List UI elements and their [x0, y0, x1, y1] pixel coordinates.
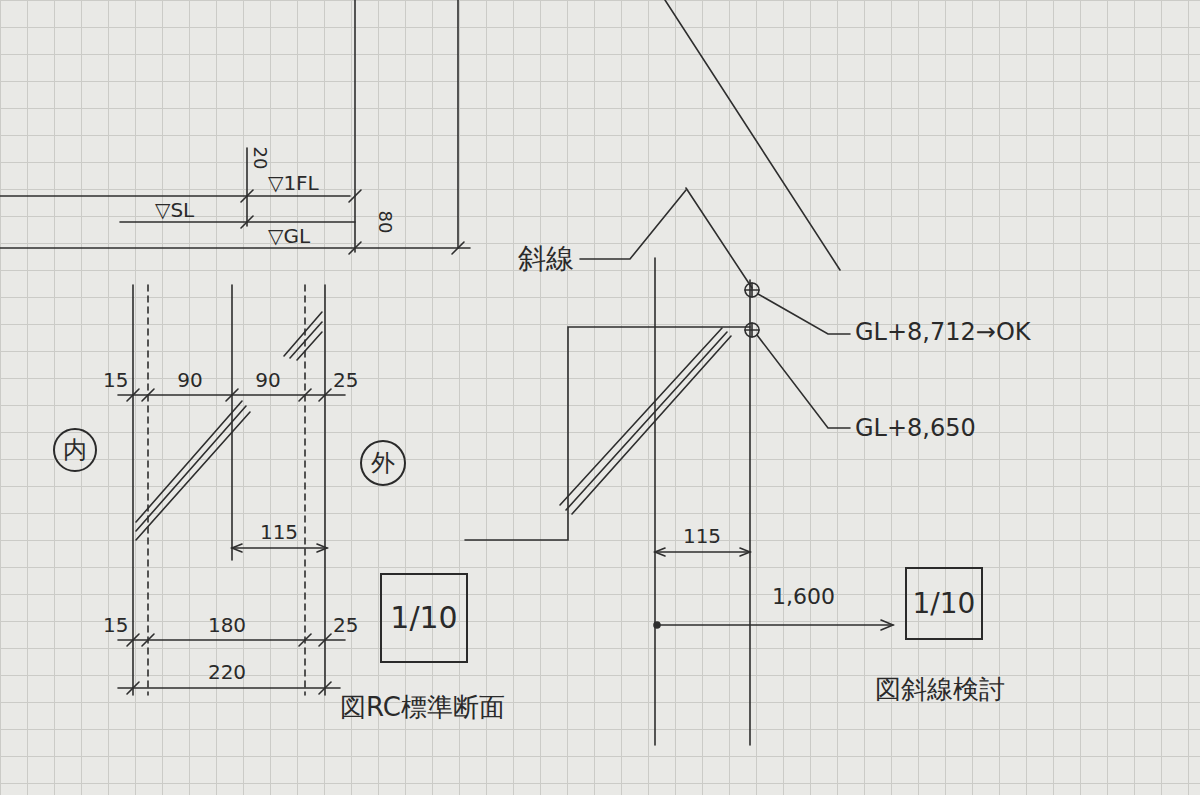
rc-wall-section: [304, 285, 306, 695]
rc-wall-section: [133, 285, 325, 695]
oblique-line-study: [655, 548, 665, 556]
dimension-lines: [118, 687, 340, 689]
rc-wall-section: [284, 312, 322, 356]
level-lines: [0, 0, 470, 254]
oblique-line-study: [654, 258, 656, 745]
outside-marker: 外: [360, 440, 406, 486]
dimension-value: 1,600: [772, 586, 835, 608]
level-lines: [354, 0, 356, 196]
oblique-line-study: [580, 190, 686, 259]
level-mark: ▽GL: [268, 226, 310, 246]
dimension-value: 220: [208, 662, 246, 682]
level-lines: [349, 190, 361, 202]
dimension-lines: [127, 389, 139, 401]
oblique-line-study: [745, 283, 759, 297]
dimension-lines: [299, 389, 311, 401]
dimension-lines: [118, 389, 345, 694]
dimension-value: 115: [683, 526, 721, 546]
oblique-line-study: [572, 336, 731, 514]
rc-wall-section: [136, 401, 242, 522]
level-lines: [452, 242, 464, 254]
oblique-line-study: [751, 323, 753, 337]
dimension-value: 115: [260, 522, 298, 542]
dimension-lines: [299, 634, 311, 646]
oblique-line-study: [560, 328, 722, 505]
dimension-lines: [317, 544, 327, 552]
oblique-line-study: [655, 551, 750, 553]
height-note: GL+8,712→OK: [855, 320, 1031, 344]
dimension-lines: [232, 547, 327, 549]
oblique-line-study: [881, 620, 893, 630]
level-lines: [0, 247, 470, 249]
dimension-value: 90: [177, 370, 202, 390]
oblique-line-study: [749, 280, 751, 745]
rc-wall-section: [136, 406, 246, 531]
level-lines: [120, 221, 355, 223]
scale-text: 1/10: [390, 603, 457, 633]
oblique-line-study: [758, 294, 850, 334]
dimension-lines: [142, 389, 154, 401]
level-lines: [354, 196, 356, 252]
side-mark: 外: [371, 451, 395, 475]
callout-label: 斜線: [518, 245, 574, 273]
level-lines: [349, 242, 361, 254]
dimension-lines: [232, 544, 242, 552]
dimension-value: 90: [255, 370, 280, 390]
dimension-value: 25: [333, 615, 358, 635]
oblique-line-study: [740, 548, 750, 556]
oblique-line-study: [751, 283, 753, 297]
level-mark: ▽1FL: [268, 173, 319, 193]
dimension-lines: [319, 389, 331, 401]
dimension-lines: [127, 682, 139, 694]
rc-wall-section: [147, 285, 149, 695]
dimension-value: 20: [251, 147, 269, 170]
dimension-value: 15: [103, 370, 128, 390]
dimension-lines: [118, 639, 345, 641]
rc-wall-section: [132, 285, 134, 695]
oblique-line-study: [757, 335, 850, 428]
dimension-lines: [127, 634, 139, 646]
dimension-value: 25: [333, 370, 358, 390]
rc-wall-section: [297, 332, 322, 360]
scale-box: 1/10: [905, 567, 983, 640]
rc-wall-section: [290, 322, 322, 358]
figure-caption: 図RC標準断面: [340, 694, 505, 720]
oblique-line-study: [686, 188, 752, 288]
oblique-line-study: [465, 0, 893, 745]
level-lines: [0, 195, 350, 197]
scale-box: 1/10: [380, 573, 468, 663]
level-mark: ▽SL: [155, 200, 194, 220]
oblique-line-study: [657, 624, 893, 626]
dimension-value: 80: [376, 211, 394, 234]
dimension-lines: [319, 682, 331, 694]
level-lines: [457, 0, 459, 248]
oblique-line-study: [566, 332, 727, 510]
oblique-line-study: [465, 327, 750, 540]
rc-wall-section: [324, 285, 326, 695]
inside-marker: 内: [53, 428, 97, 472]
side-mark: 内: [63, 438, 87, 462]
level-lines: [241, 216, 253, 228]
scale-text: 1/10: [913, 590, 976, 618]
oblique-line-study: [665, 0, 840, 270]
dimension-lines: [226, 389, 238, 401]
dimension-value: 15: [103, 615, 128, 635]
height-note: GL+8,650: [855, 416, 976, 440]
rc-wall-section: [136, 412, 250, 540]
level-lines: [241, 190, 253, 202]
dimension-lines: [142, 634, 154, 646]
dimension-lines: [319, 634, 331, 646]
level-lines: [246, 148, 248, 226]
figure-caption: 図斜線検討: [875, 676, 1005, 702]
dimension-value: 180: [208, 615, 246, 635]
